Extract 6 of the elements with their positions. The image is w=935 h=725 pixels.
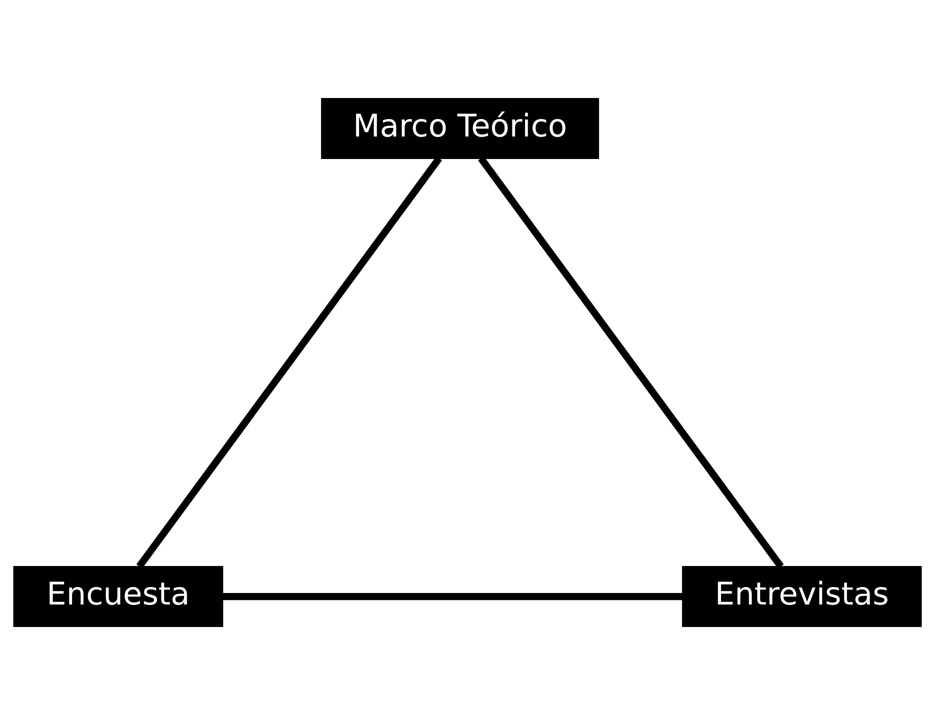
connector	[223, 593, 683, 600]
connector	[136, 156, 442, 569]
connector	[478, 156, 784, 569]
node-box: Marco Teórico	[321, 98, 600, 159]
node-box: Entrevistas	[682, 566, 922, 628]
node-box: Encuesta	[13, 566, 224, 628]
